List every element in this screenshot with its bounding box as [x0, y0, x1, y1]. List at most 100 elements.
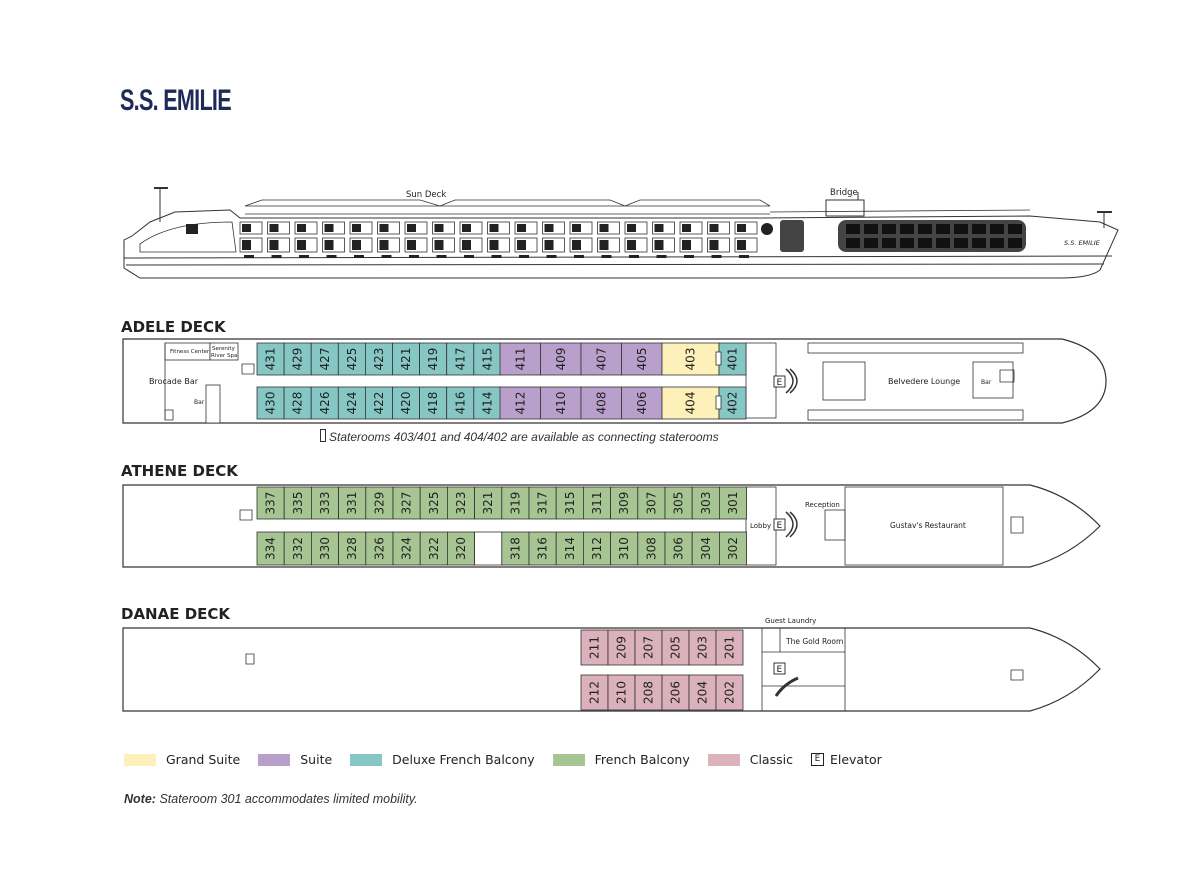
cabin-number: 329: [372, 492, 386, 515]
side-window-pane: [517, 240, 526, 250]
danae-elevator-icon: [773, 662, 786, 675]
cabin-309: 309: [610, 486, 639, 520]
cabin-number: 337: [264, 492, 278, 515]
cabin-box: [446, 531, 475, 566]
lounge-window: [900, 238, 914, 248]
cabin-301: 301: [719, 486, 748, 520]
cabin-box: [419, 531, 448, 566]
cabin-box: [419, 342, 448, 376]
cabin-303: 303: [691, 486, 720, 520]
bridge-label: Bridge: [830, 188, 858, 198]
cabin-number: 422: [372, 392, 386, 415]
cabin-number: 312: [590, 537, 604, 560]
side-window-pane: [599, 240, 609, 250]
cabin-206: 206: [661, 674, 690, 711]
side-window-pane: [489, 224, 499, 232]
cabin-201: 201: [715, 629, 744, 666]
cabin-number: 428: [291, 392, 305, 415]
cabin-329: 329: [365, 486, 394, 520]
cabin-box: [661, 342, 720, 376]
fitness-center-label: Fitness Center: [170, 349, 210, 355]
athene-stair-icons: [239, 509, 1024, 534]
cabin-number: 311: [590, 492, 604, 515]
porthole: [684, 255, 694, 258]
side-window-pane: [324, 224, 334, 232]
cabin-box: [664, 486, 693, 520]
lounge-window: [936, 224, 950, 234]
side-window-pane: [379, 240, 389, 250]
cabin-401: 401: [718, 342, 747, 376]
danae-stairs-icon: [774, 676, 799, 697]
legend: Grand Suite Suite Deluxe French Balcony …: [124, 752, 900, 767]
cabin-318: 318: [501, 531, 530, 566]
cabin-335: 335: [283, 486, 312, 520]
cabin-number: 319: [508, 492, 522, 515]
lounge-window: [918, 224, 932, 234]
cabin-315: 315: [555, 486, 584, 520]
cabin-box: [540, 342, 582, 376]
restaurant-label: Gustav's Restaurant: [890, 521, 966, 530]
cabin-number: 206: [669, 681, 683, 704]
cabin-202: 202: [715, 674, 744, 711]
belvedere-lounge-label: Belvedere Lounge: [888, 377, 960, 386]
lobby-label: Lobby: [750, 522, 771, 530]
legend-classic: Classic: [707, 752, 793, 767]
side-window-pane: [434, 224, 444, 232]
cabin-number: 314: [563, 537, 577, 560]
porthole: [381, 255, 392, 258]
cabin-405: 405: [621, 342, 663, 376]
cabin-box: [580, 386, 622, 420]
porthole: [711, 255, 722, 258]
danae-elevator-letter: E: [777, 665, 783, 675]
cabin-205: 205: [661, 629, 690, 666]
cabin-box: [688, 674, 717, 711]
lounge-window: [972, 238, 986, 248]
cabin-314: 314: [555, 531, 584, 566]
side-window-pane: [297, 240, 306, 250]
side-window-pane: [379, 224, 389, 232]
cabin-number: 418: [426, 392, 440, 415]
lounge-window: [936, 238, 950, 248]
cabin-box: [310, 531, 339, 566]
danae-stair-icons: [245, 653, 1024, 681]
cabin-number: 332: [291, 537, 305, 560]
cabin-number: 306: [672, 537, 686, 560]
porthole: [354, 255, 364, 258]
cabin-number: 333: [318, 492, 332, 515]
cabin-box: [634, 629, 663, 666]
cabin-number: 407: [594, 348, 608, 371]
cabin-number: 421: [399, 348, 413, 371]
cabin-406: 406: [621, 386, 663, 420]
cabin-423: 423: [364, 342, 393, 376]
cabin-box: [718, 342, 747, 376]
side-window-pane: [709, 240, 719, 250]
cabin-number: 328: [345, 537, 359, 560]
cabin-box: [419, 386, 448, 420]
cabin-number: 414: [480, 392, 494, 415]
cabin-414: 414: [473, 386, 502, 420]
cabin-box: [256, 531, 285, 566]
connecting-note-text: Staterooms 403/401 and 404/402 are avail…: [329, 430, 719, 444]
cabin-number: 404: [684, 392, 698, 415]
side-window-pane: [462, 224, 471, 232]
side-window-pane: [297, 224, 306, 232]
side-window-pane: [186, 224, 198, 234]
side-window-pane: [599, 224, 609, 232]
cabin-box: [610, 486, 639, 520]
ship-side-view: [123, 187, 1119, 279]
cabin-number: 301: [726, 492, 740, 515]
cabin-box: [337, 342, 366, 376]
adele-stairs-icon: [785, 368, 798, 394]
cabin-number: 207: [642, 636, 656, 659]
cabin-box: [392, 486, 421, 520]
cabin-number: 210: [615, 681, 629, 704]
cabin-box: [283, 386, 312, 420]
cabin-416: 416: [446, 386, 475, 420]
cabin-box: [580, 342, 622, 376]
lounge-window: [882, 224, 896, 234]
cabin-number: 427: [318, 348, 332, 371]
cabin-box: [634, 674, 663, 711]
porthole: [601, 255, 612, 258]
cabin-box: [621, 342, 663, 376]
cabin-number: 401: [726, 348, 740, 371]
